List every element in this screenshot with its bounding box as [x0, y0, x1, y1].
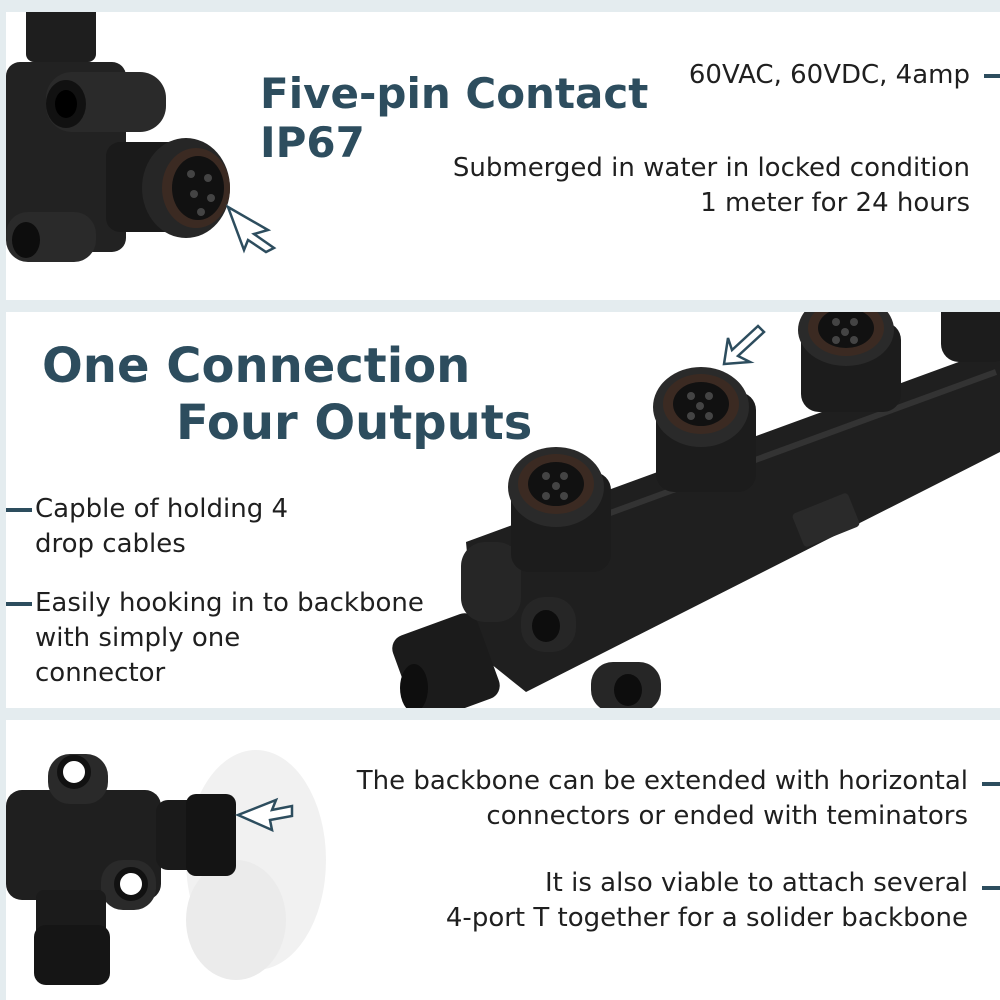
feature-dash-1: [6, 508, 32, 512]
spec-text: 60VAC, 60VDC, 4amp: [688, 60, 970, 90]
feature-hooking-line3: connector: [35, 658, 166, 688]
middle-heading-line2: Four Outputs: [176, 394, 533, 451]
arrow-pointer-icon: [225, 204, 277, 254]
top-panel: Five-pin Contact IP67 60VAC, 60VDC, 4amp…: [6, 12, 1000, 300]
feature-attach: It is also viable to attach several 4-po…: [446, 866, 968, 936]
feature-attach-line1: It is also viable to attach several: [545, 868, 968, 898]
feature-extend: The backbone can be extended with horizo…: [357, 764, 968, 834]
feature-attach-line2: 4-port T together for a solider backbone: [445, 903, 968, 933]
feature-hooking: Easily hooking in to backbone with simpl…: [35, 586, 424, 691]
feature-hooking-line1: Easily hooking in to backbone: [35, 588, 424, 618]
feature-dash-3: [982, 782, 1000, 786]
arrow-pointer-icon: [722, 324, 766, 366]
middle-heading: One Connection Four Outputs: [42, 338, 532, 451]
feature-extend-line2: connectors or ended with teminators: [486, 801, 968, 831]
top-heading-line2: IP67: [260, 117, 365, 167]
arrow-pointer-icon: [234, 797, 294, 833]
connector-image-bottom: [6, 750, 326, 985]
feature-hooking-line2: with simply one: [35, 623, 241, 653]
submerged-line2: 1 meter for 24 hours: [700, 188, 970, 218]
spec-dash: [984, 74, 1000, 78]
feature-dash-2: [6, 602, 32, 606]
top-heading-line1: Five-pin Contact: [260, 69, 649, 118]
top-heading: Five-pin Contact IP67: [260, 69, 649, 167]
feature-holding-cables: Capble of holding 4 drop cables: [35, 492, 288, 562]
middle-panel: One Connection Four Outputs Capble of ho…: [6, 312, 1000, 708]
bottom-panel: The backbone can be extended with horizo…: [6, 720, 1000, 1000]
feature-dash-4: [982, 886, 1000, 890]
connector-image-main: [392, 312, 1000, 708]
feature-holding-line2: drop cables: [35, 529, 186, 559]
middle-heading-line1: One Connection: [42, 338, 471, 394]
submerged-text: Submerged in water in locked condition 1…: [453, 151, 970, 221]
feature-holding-line1: Capble of holding 4: [35, 494, 289, 524]
submerged-line1: Submerged in water in locked condition: [452, 153, 970, 183]
feature-extend-line1: The backbone can be extended with horizo…: [356, 766, 968, 796]
connector-image-top: [6, 12, 277, 262]
